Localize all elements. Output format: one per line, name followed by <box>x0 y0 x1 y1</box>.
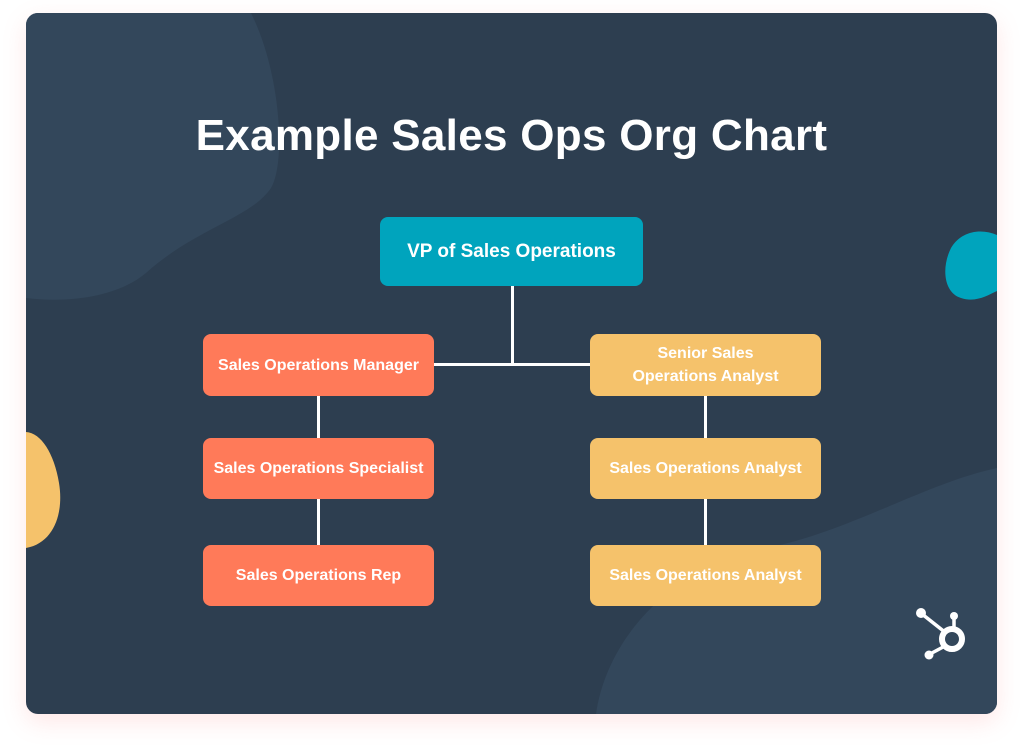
connector <box>511 286 514 365</box>
org-chart-card: Example Sales Ops Org Chart VP of Sales … <box>26 13 997 714</box>
node-sales-operations-specialist: Sales Operations Specialist <box>203 438 434 499</box>
chart-title: Example Sales Ops Org Chart <box>195 111 828 160</box>
node-sales-operations-analyst-1: Sales Operations Analyst <box>590 438 821 499</box>
connector <box>317 396 320 438</box>
connector <box>704 499 707 545</box>
node-sales-operations-analyst-2: Sales Operations Analyst <box>590 545 821 606</box>
hubspot-sprocket-icon <box>916 608 965 660</box>
node-label: Operations Analyst <box>632 368 779 385</box>
node-label: Sales Operations Analyst <box>609 567 802 584</box>
blob-yellow-left <box>26 432 61 548</box>
blob-teal-right <box>945 231 997 300</box>
node-label: Senior Sales <box>657 345 754 362</box>
node-label: Sales Operations Analyst <box>609 460 802 477</box>
node-label: Sales Operations Specialist <box>213 460 424 477</box>
node-sales-operations-manager: Sales Operations Manager <box>203 334 434 396</box>
node-senior-sales-operations-analyst: Senior Sales Operations Analyst <box>590 334 821 396</box>
connector <box>317 499 320 545</box>
connector <box>704 396 707 438</box>
node-label: Sales Operations Manager <box>218 356 419 374</box>
connector <box>434 363 590 366</box>
node-vp-sales-operations: VP of Sales Operations <box>380 217 643 286</box>
blob-top-left <box>26 13 280 300</box>
node-label: VP of Sales Operations <box>407 241 616 262</box>
node-sales-operations-rep: Sales Operations Rep <box>203 545 434 606</box>
node-label: Sales Operations Rep <box>235 567 402 584</box>
